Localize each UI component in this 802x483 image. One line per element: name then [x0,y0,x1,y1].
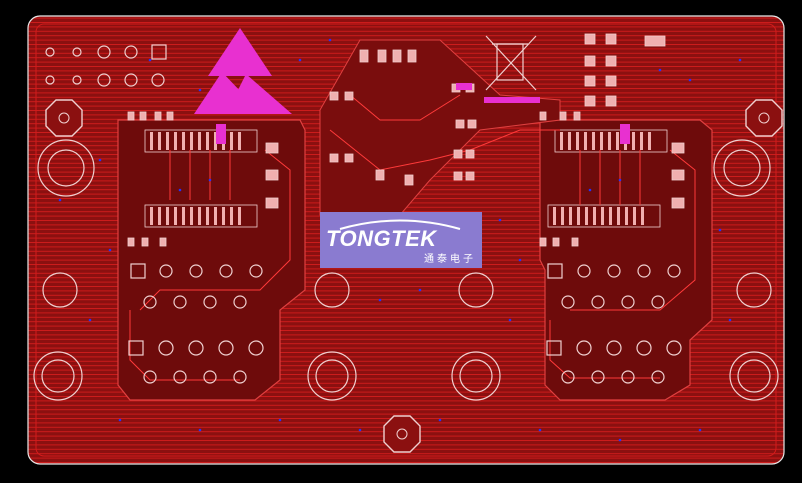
silk-highlights [216,83,630,144]
signal-traces [129,94,696,381]
ic-pin-rows [150,132,651,225]
right-connector-pins [546,263,682,384]
left-connector-pins [128,263,264,384]
octagon-pads [45,99,783,453]
vias [58,38,742,442]
mounting-holes [33,139,779,401]
board-keepout [35,23,777,457]
header-pins-top-left [45,44,167,87]
weee-bin-icon [485,35,537,91]
smd-components [127,33,685,247]
left-module [117,119,306,401]
right-module [539,119,713,401]
logo-brand-text: TONGTEK [326,226,437,251]
tongtek-logo: TONGTEK 通泰电子 [320,212,482,268]
esd-warning-icon [194,28,292,114]
logo-swoosh-icon [339,219,461,230]
logo-subtitle-text: 通泰电子 [424,254,476,265]
